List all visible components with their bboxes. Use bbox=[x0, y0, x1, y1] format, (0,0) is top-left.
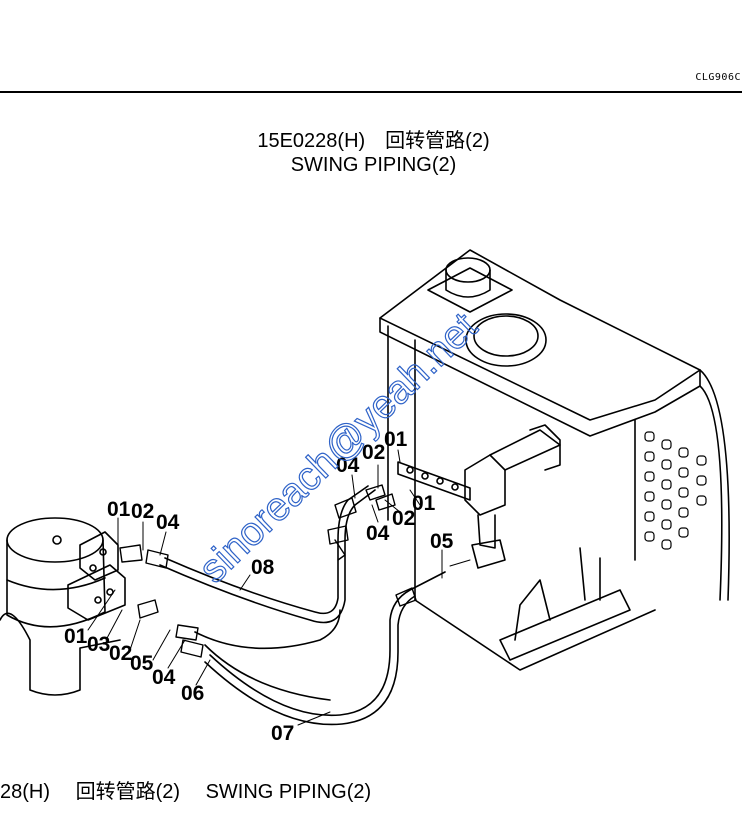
footer-title: 28(H) 回转管路(2) SWING PIPING(2) bbox=[0, 775, 391, 804]
part-label: 04 bbox=[366, 522, 390, 545]
part-label: 01 bbox=[384, 428, 408, 451]
part-label: 06 bbox=[181, 682, 204, 705]
part-label: 03 bbox=[87, 633, 110, 656]
header-rule bbox=[0, 91, 742, 93]
title-chinese: 15E0228(H) 回转管路(2) bbox=[257, 130, 490, 152]
part-label: 04 bbox=[152, 666, 176, 689]
footer-title-english: SWING PIPING(2) bbox=[205, 781, 372, 803]
part-label: 07 bbox=[271, 722, 294, 745]
hose-06 bbox=[194, 609, 341, 650]
part-label: 02 bbox=[109, 642, 132, 665]
part-label: 02 bbox=[392, 507, 415, 530]
hydraulic-tank bbox=[379, 249, 730, 671]
part-label: 02 bbox=[362, 441, 385, 464]
part-label: 04 bbox=[336, 454, 360, 477]
footer-title-chinese: 回转管路(2) bbox=[75, 781, 181, 803]
part-label: 05 bbox=[430, 530, 454, 553]
title-english: SWING PIPING(2) bbox=[290, 154, 457, 176]
swing-motor bbox=[0, 517, 126, 696]
part-label: 08 bbox=[251, 556, 275, 579]
part-label: 05 bbox=[130, 652, 154, 675]
footer-code: 28(H) bbox=[0, 781, 51, 803]
part-label: 04 bbox=[156, 511, 180, 534]
part-labels: 01 02 04 04 02 01 04 02 01 05 08 01 03 0… bbox=[64, 428, 454, 745]
part-label: 01 bbox=[64, 625, 88, 648]
drawing-code: CLG906C bbox=[695, 72, 741, 83]
part-label: 02 bbox=[131, 500, 154, 523]
part-label: 01 bbox=[107, 498, 131, 521]
part-label: 01 bbox=[412, 492, 436, 515]
hose-07 bbox=[204, 571, 446, 726]
